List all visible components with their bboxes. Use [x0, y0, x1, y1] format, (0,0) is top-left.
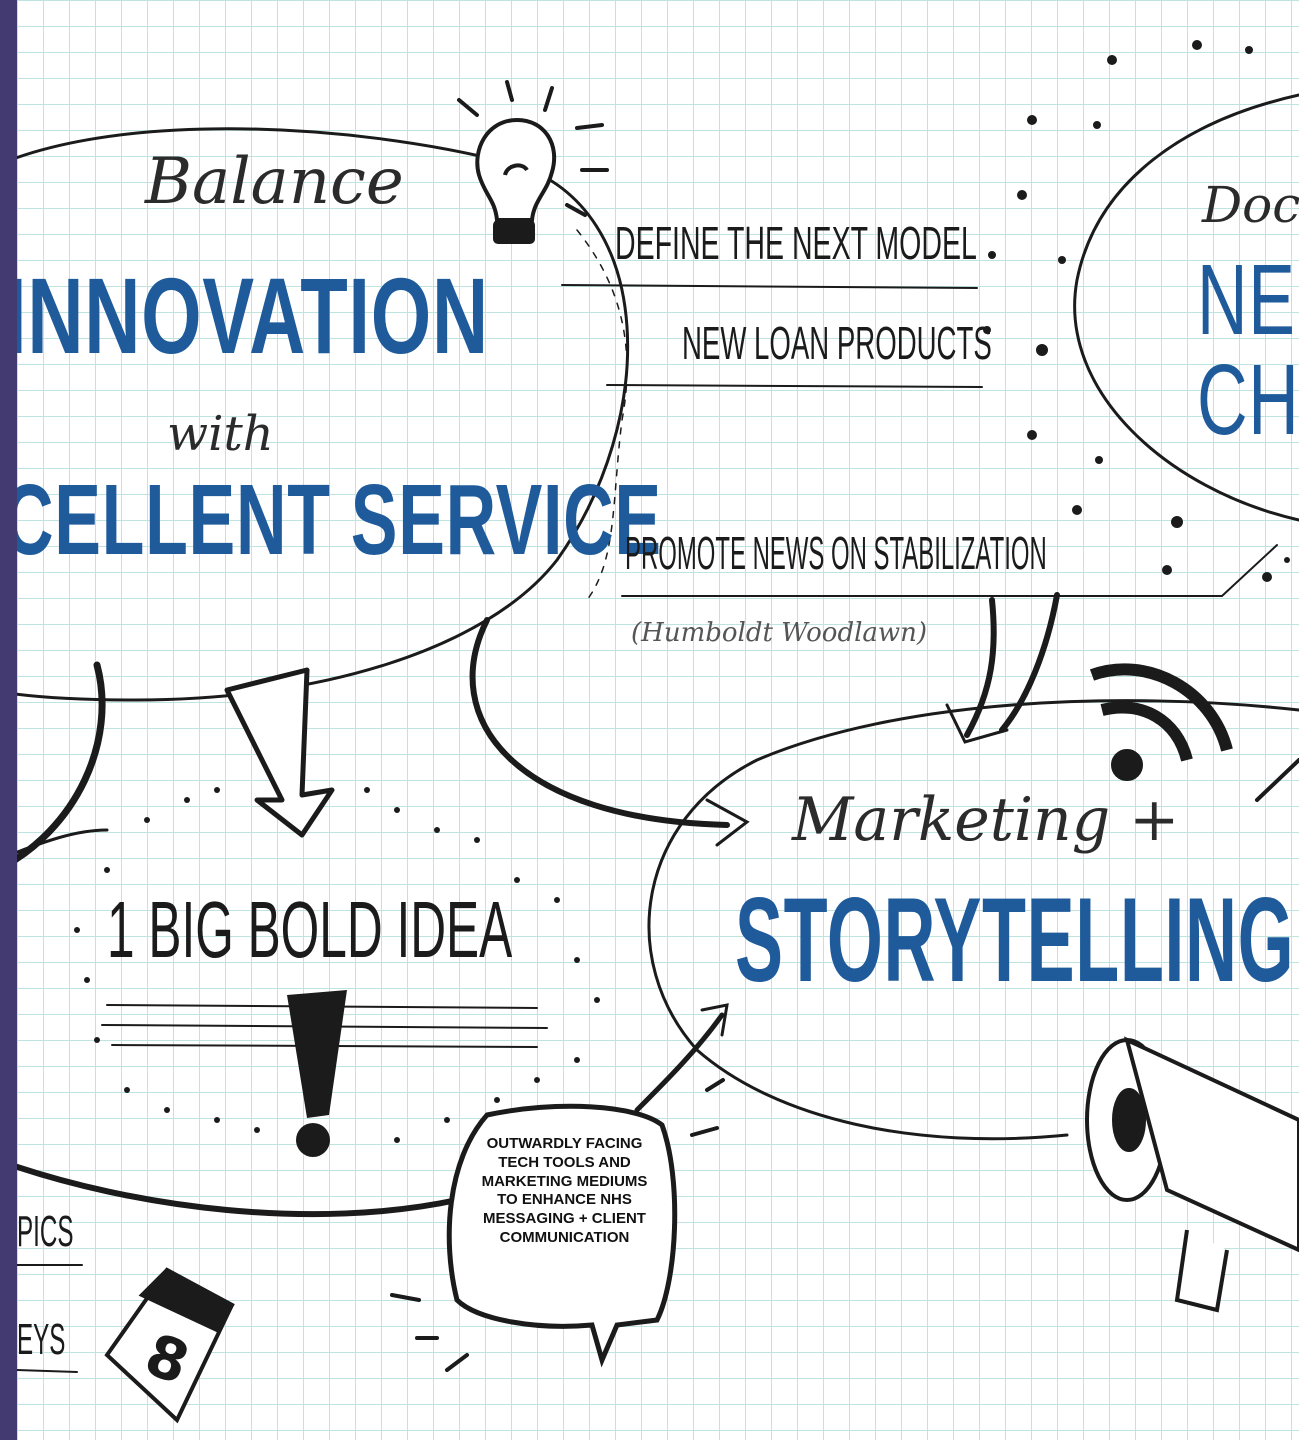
storytelling-oval	[647, 699, 1299, 1141]
storytelling-arrow-head	[700, 1003, 729, 1037]
bottom-left-label-1: PICS	[17, 1207, 74, 1256]
big-idea-oval	[17, 828, 109, 854]
right-oval	[1073, 93, 1299, 522]
underline-3	[621, 544, 1278, 597]
bubble-rays	[390, 1078, 725, 1372]
right-word-fragment-2: CH	[1197, 344, 1299, 456]
balance-script: Balance	[145, 145, 404, 219]
innovation-oval	[17, 127, 630, 702]
arrow-down-2	[999, 592, 1060, 733]
storytelling-heading: STORYTELLING	[735, 873, 1295, 1007]
right-word-fragment-1: NE	[1197, 244, 1296, 356]
dashed-connector	[576, 229, 628, 601]
service-heading: CELLENT SERVICE	[17, 464, 662, 576]
list-item-loan-products: NEW LOAN PRODUCTS	[682, 317, 992, 369]
arrow-down-1	[964, 597, 997, 738]
underline-2	[606, 384, 983, 388]
megaphone-icon	[1085, 1036, 1299, 1313]
wifi-icon	[1089, 663, 1233, 781]
right-script-fragment: Docum	[1202, 176, 1299, 234]
grid-paper-canvas: Balance INNOVATION with CELLENT SERVICE …	[17, 0, 1299, 1440]
connector-arrowhead-1	[705, 798, 750, 847]
list-subnote: (Humboldt Woodlawn)	[631, 618, 928, 648]
list-item-promote-news: PROMOTE NEWS ON STABILIZATION	[625, 527, 1047, 579]
arrow-down-1-head	[945, 703, 1009, 744]
lightbulb-icon	[475, 117, 557, 244]
with-script: with	[167, 406, 274, 462]
right-arrow	[1255, 758, 1299, 802]
underline-1	[561, 284, 978, 289]
big-idea-heading: 1 BIG BOLD IDEA	[107, 885, 513, 974]
storytelling-arrow-in	[634, 1012, 725, 1113]
calendar-icon	[104, 1267, 235, 1424]
speech-bubble-text: OUTWARDLY FACING TECH TOOLS AND MARKETIN…	[481, 1135, 648, 1246]
innovation-heading: INNOVATION	[17, 255, 489, 376]
big-idea-oval-bottom	[17, 1163, 460, 1218]
sketch-artwork	[17, 40, 1299, 1424]
bottom-left-label-2: EYS	[17, 1315, 66, 1364]
decorative-dots	[74, 40, 1290, 1143]
down-arrow-icon	[224, 667, 335, 838]
exclamation-icon	[287, 990, 347, 1157]
connector-right	[469, 617, 730, 828]
speech-bubble-shape	[446, 1103, 678, 1368]
rule-eys	[17, 1369, 78, 1373]
connector-left	[17, 661, 106, 863]
left-sidebar-strip	[0, 0, 17, 1440]
list-item-next-model: DEFINE THE NEXT MODEL	[615, 217, 977, 269]
marketing-script: Marketing +	[792, 785, 1180, 855]
bulb-rays	[457, 80, 609, 217]
